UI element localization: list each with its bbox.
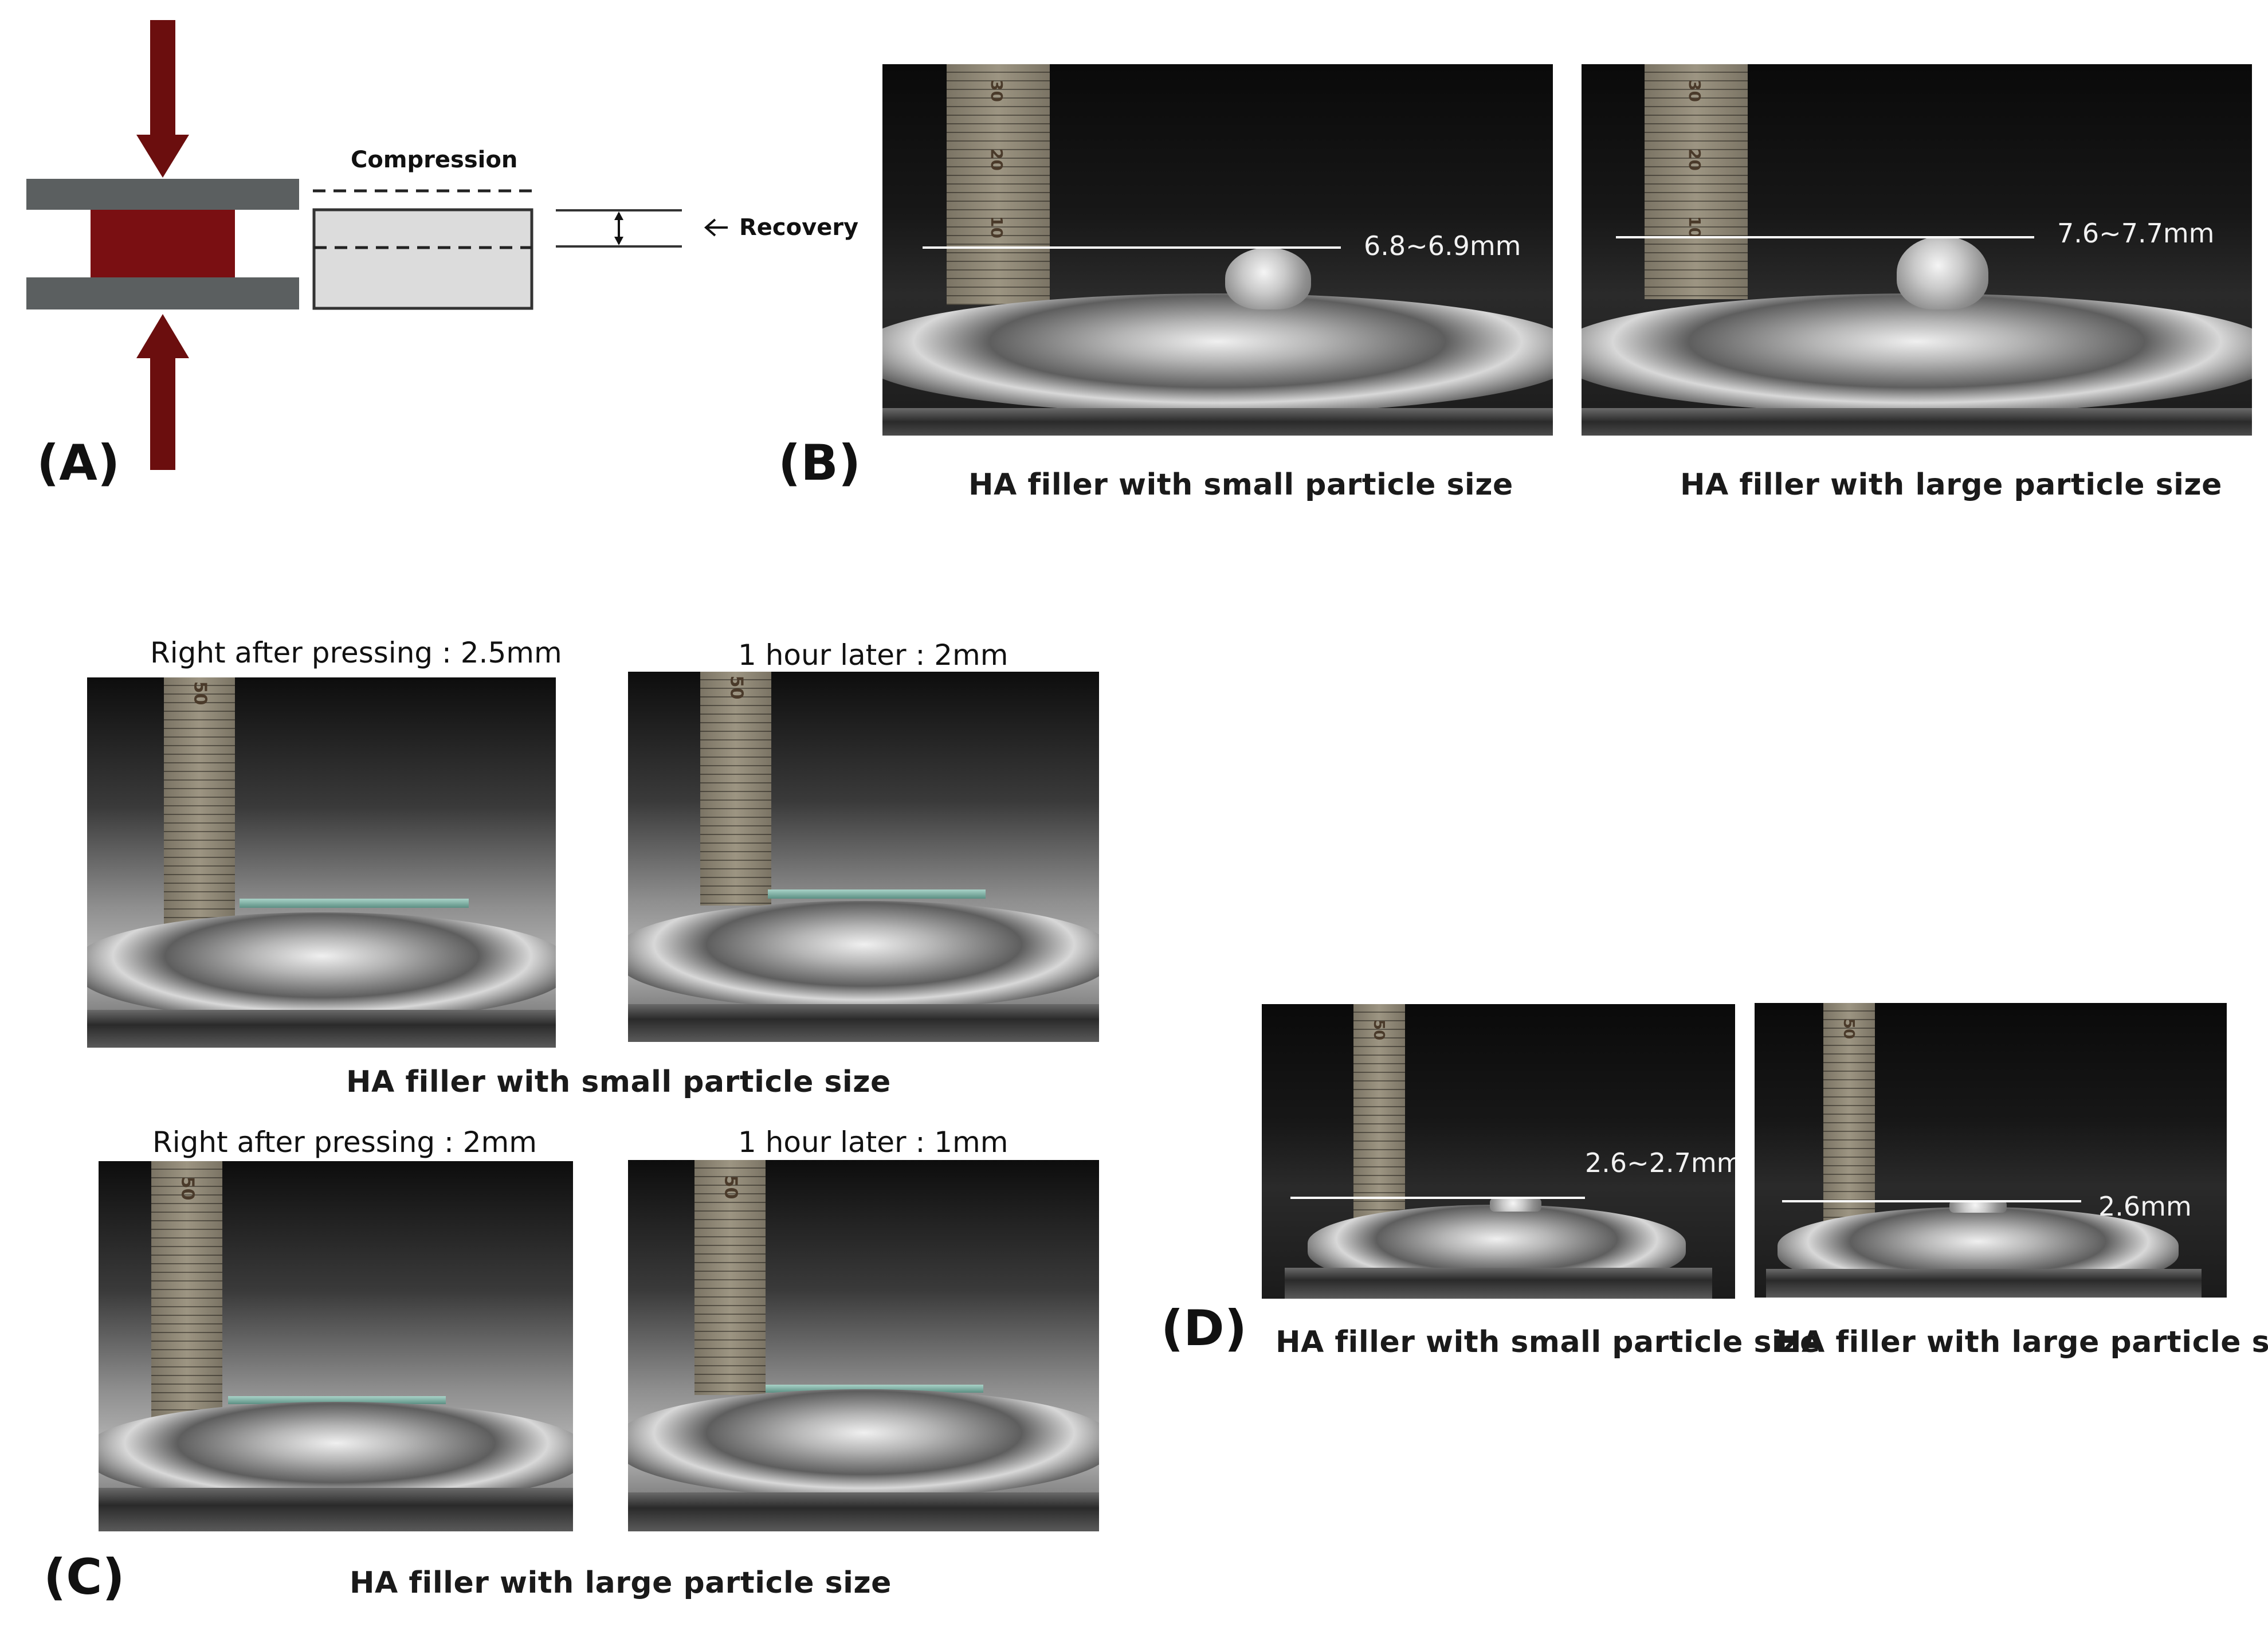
bottom-arrow-icon: [136, 314, 189, 470]
note-c-top-right: 1 hour later : 2mm: [738, 638, 1009, 672]
ruler: [947, 64, 1050, 305]
filler-sample: [1490, 1198, 1541, 1212]
height-measurement: 7.6~7.7mm: [2057, 218, 2215, 249]
ruler-number: 10: [1685, 216, 1704, 238]
photo-c-small-after-pressing: 50: [87, 677, 556, 1048]
platform-base: [1766, 1269, 2202, 1298]
ruler-number: 30: [1685, 80, 1704, 102]
pressed-sample: [768, 889, 986, 899]
metal-platform: [87, 912, 556, 1021]
platform-base: [628, 1492, 1099, 1531]
panel-letter-c: (C): [44, 1549, 125, 1606]
compressed-block: [312, 208, 533, 310]
upper-plate: [26, 179, 299, 210]
recovery-label: Recovery: [739, 214, 859, 241]
pressed-sample: [240, 899, 469, 908]
ruler-number: 20: [987, 148, 1006, 171]
photo-c-large-after-pressing: 50: [99, 1161, 573, 1531]
filler-sample: [1897, 236, 1988, 309]
ruler-number: 20: [1685, 148, 1704, 171]
platform-base: [1285, 1268, 1712, 1299]
panel-b: 30 20 10 6.8~6.9mm 30 20 10 7.6~7.7mm (B…: [768, 57, 2268, 516]
photo-b-large: 30 20 10 7.6~7.7mm: [1582, 64, 2252, 436]
ruler: [1823, 1003, 1875, 1230]
note-c-top-left: Right after pressing : 2.5mm: [150, 636, 562, 669]
ruler-number: 50: [1840, 1018, 1858, 1040]
ruler-number: 50: [177, 1176, 198, 1201]
platform-base: [87, 1010, 556, 1048]
height-line: [923, 246, 1341, 249]
photo-d-small: 50 2.6~2.7mm: [1262, 1004, 1735, 1299]
metal-platform: [882, 293, 1553, 414]
panel-letter-b: (B): [778, 434, 861, 492]
caption-b-small: HA filler with small particle size: [968, 468, 1513, 502]
ruler: [151, 1161, 222, 1431]
caption-c-small: HA filler with small particle size: [346, 1065, 891, 1099]
platform-base: [99, 1488, 573, 1531]
compression-label: Compression: [351, 147, 518, 173]
ruler: [1353, 1004, 1405, 1228]
ruler-number: 50: [1370, 1019, 1388, 1041]
caption-d-large: HA filler with large particle size: [1776, 1325, 2268, 1359]
height-line: [1782, 1200, 2081, 1202]
recovery-double-arrow-icon: [614, 211, 623, 245]
pressed-sample: [228, 1396, 446, 1404]
ruler-number: 50: [720, 1175, 741, 1200]
photo-b-small: 30 20 10 6.8~6.9mm: [882, 64, 1553, 436]
caption-b-large: HA filler with large particle size: [1680, 468, 2222, 502]
note-c-bottom-left: Right after pressing : 2mm: [152, 1126, 537, 1159]
platform-base: [628, 1004, 1099, 1042]
ruler: [694, 1160, 766, 1395]
height-measurement: 2.6~2.7mm: [1585, 1147, 1735, 1178]
ruler-number: 50: [726, 675, 747, 700]
lower-plate: [26, 277, 299, 309]
ruler: [700, 672, 771, 906]
panel-letter-a: (A): [37, 434, 120, 492]
note-c-bottom-right: 1 hour later : 1mm: [738, 1126, 1009, 1159]
ruler-number: 50: [190, 681, 210, 706]
panel-d: 50 2.6~2.7mm 50 2.6mm (D) HA filler with…: [1146, 997, 2268, 1398]
height-measurement: 6.8~6.9mm: [1364, 230, 1521, 261]
sample-block: [91, 210, 235, 277]
metal-platform: [628, 1389, 1099, 1498]
height-line: [1290, 1197, 1585, 1199]
ruler-number: 30: [987, 80, 1006, 102]
photo-c-small-1-hour: 50: [628, 672, 1099, 1042]
height-line: [1616, 236, 2034, 238]
platform-base: [882, 408, 1553, 436]
panel-c: Right after pressing : 2.5mm 1 hour late…: [0, 625, 1146, 1646]
platform-base: [1582, 408, 2252, 436]
compression-schematic: [26, 20, 728, 470]
panel-letter-d: (D): [1161, 1300, 1247, 1357]
ruler-number: 10: [987, 216, 1006, 238]
height-measurement: 2.6mm: [2098, 1191, 2192, 1222]
top-arrow-icon: [136, 20, 189, 178]
filler-sample: [1225, 248, 1311, 309]
metal-platform: [628, 901, 1099, 1010]
panel-a: Compression Recovery (A): [0, 0, 894, 516]
photo-d-large: 50 2.6mm: [1755, 1003, 2227, 1298]
ruler: [1645, 64, 1748, 299]
caption-d-small: HA filler with small particle size: [1276, 1325, 1820, 1359]
caption-c-large: HA filler with large particle size: [350, 1566, 892, 1600]
metal-platform: [1582, 293, 2252, 414]
left-arrow-icon: [704, 218, 728, 237]
photo-c-large-1-hour: 50: [628, 1160, 1099, 1531]
filler-sample: [1949, 1200, 2007, 1213]
